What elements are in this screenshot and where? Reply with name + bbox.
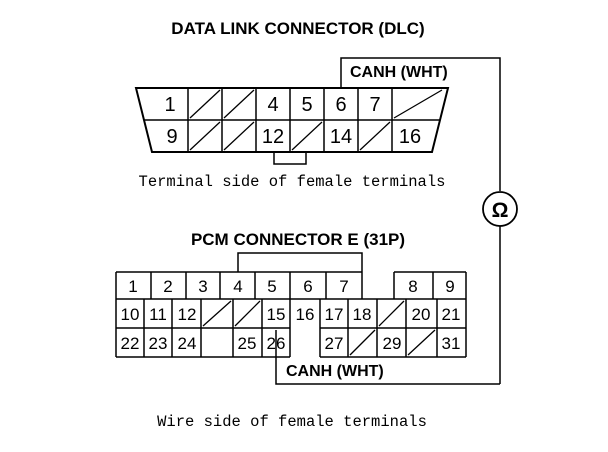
- dlc-terminal-14: 14: [330, 126, 352, 148]
- pcm-terminal-18: 18: [353, 305, 372, 324]
- pcm-terminal-25: 25: [238, 334, 257, 353]
- pcm-canh-label: CANH (WHT): [286, 363, 384, 380]
- pcm-terminal-31: 31: [442, 334, 461, 353]
- dlc-terminal-6: 6: [335, 94, 346, 116]
- pcm-terminal-27: 27: [325, 334, 344, 353]
- dlc-terminal-1: 1: [164, 94, 175, 116]
- pcm-empty-slashes: [202, 300, 436, 356]
- pcm-terminal-23: 23: [149, 334, 168, 353]
- dlc-terminal-7: 7: [369, 94, 380, 116]
- pcm-grid: [115, 271, 467, 358]
- dlc-terminal-5: 5: [301, 94, 312, 116]
- pcm-terminal-22: 22: [121, 334, 140, 353]
- dlc-title: DATA LINK CONNECTOR (DLC): [171, 19, 424, 38]
- dlc-outline: [134, 87, 450, 153]
- pcm-terminal-11: 11: [149, 305, 167, 324]
- dlc-lock-tab: [273, 152, 307, 165]
- pcm-terminal-9: 9: [445, 277, 454, 296]
- dlc-bottom-dividers: [187, 120, 393, 152]
- pcm-terminal-8: 8: [408, 277, 417, 296]
- dlc-terminal-4: 4: [267, 94, 278, 116]
- dlc-terminal-12: 12: [262, 126, 284, 148]
- pcm-terminal-17: 17: [325, 305, 344, 324]
- pcm-terminal-3: 3: [198, 277, 207, 296]
- dlc-canh-label: CANH (WHT): [350, 64, 448, 81]
- pcm-terminal-10: 10: [121, 305, 140, 324]
- pcm-caption: Wire side of female terminals: [157, 413, 427, 431]
- pcm-terminal-29: 29: [383, 334, 402, 353]
- pcm-terminal-2: 2: [163, 277, 172, 296]
- pcm-terminal-16: 16: [296, 305, 315, 324]
- pcm-terminal-4: 4: [233, 277, 242, 296]
- dlc-terminal-9: 9: [166, 126, 177, 148]
- pcm-lock-bracket: [237, 252, 363, 272]
- ohm-symbol-icon: Ω: [492, 199, 509, 222]
- pcm-terminal-21: 21: [442, 305, 461, 324]
- dlc-terminal-16: 16: [399, 126, 421, 148]
- pcm-terminal-24: 24: [178, 334, 197, 353]
- pcm-title: PCM CONNECTOR E (31P): [191, 230, 405, 249]
- dlc-top-dividers: [187, 88, 393, 120]
- pcm-terminal-6: 6: [303, 277, 312, 296]
- pcm-terminal-12: 12: [178, 305, 197, 324]
- pcm-terminal-7: 7: [339, 277, 348, 296]
- pcm-terminal-5: 5: [267, 277, 276, 296]
- dlc-caption: Terminal side of female terminals: [139, 173, 446, 191]
- pcm-terminal-20: 20: [412, 305, 431, 324]
- dlc-empty-slashes: [189, 89, 443, 151]
- dlc-canh-wire: [340, 57, 501, 191]
- pcm-terminal-1: 1: [128, 277, 137, 296]
- pcm-canh-wire: [275, 330, 500, 385]
- pcm-terminal-15: 15: [267, 305, 286, 324]
